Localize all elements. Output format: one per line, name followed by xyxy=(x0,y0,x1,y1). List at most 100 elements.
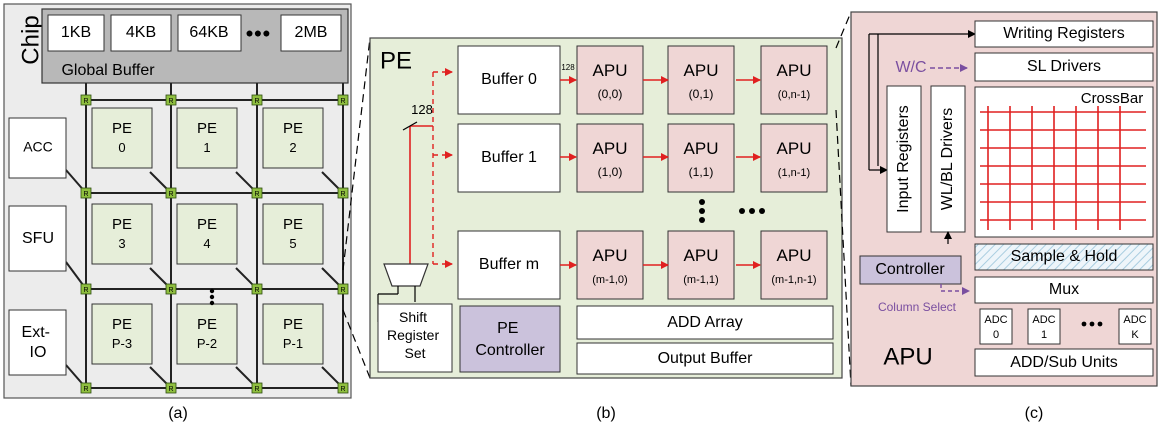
apu-tile xyxy=(576,123,644,193)
apu-title: APU xyxy=(883,343,932,370)
add-array xyxy=(576,305,834,340)
apu-tile-index: (1,n-1) xyxy=(778,167,810,179)
apu-caption: (c) xyxy=(1025,405,1044,422)
pe-controller xyxy=(459,305,561,373)
buffer-64kb xyxy=(177,14,242,52)
column-select-label: Column Select xyxy=(878,300,957,314)
pe-controller-label: PE Controller xyxy=(475,320,545,359)
pe-caption: (b) xyxy=(596,405,616,422)
buffer-0-label: Buffer 0 xyxy=(481,71,537,88)
pe-tile xyxy=(262,303,324,365)
apu-tile xyxy=(667,45,735,115)
router-icon xyxy=(251,187,263,199)
shift-register-set xyxy=(377,303,453,373)
router-label: R xyxy=(83,191,88,198)
apu-tile xyxy=(576,45,644,115)
pe-tile xyxy=(176,303,238,365)
router-icon xyxy=(80,283,92,295)
pe-tile-index: P-1 xyxy=(283,336,303,351)
apu-tile-name: APU xyxy=(593,139,628,158)
apu-mux xyxy=(974,276,1154,304)
output-buffer xyxy=(576,342,834,375)
buffer-1-label: Buffer 1 xyxy=(481,149,537,166)
router-icon xyxy=(337,283,349,295)
adc-index: 1 xyxy=(1041,329,1047,341)
pe-tile-index: 1 xyxy=(203,140,210,155)
apu-tile-name: APU xyxy=(777,139,812,158)
apu-tile-name: APU xyxy=(684,61,719,80)
crossbar-label: CrossBar xyxy=(1081,90,1144,107)
pe-tile-index: 5 xyxy=(289,236,296,251)
router-icon xyxy=(337,94,349,106)
apu-tile-index: (1,1) xyxy=(689,165,714,179)
bus-width-large: 128 xyxy=(411,102,433,117)
router-label: R xyxy=(168,98,173,105)
crossbar xyxy=(974,86,1154,238)
buffer-1kb-label: 1KB xyxy=(61,24,91,41)
pe-tile xyxy=(176,203,238,265)
router-label: R xyxy=(254,191,259,198)
sl-drivers-label: SL Drivers xyxy=(1027,58,1101,75)
router-icon xyxy=(337,382,349,394)
apu-tile xyxy=(760,123,828,193)
apu-tile-index: (0,n-1) xyxy=(778,89,810,101)
apu-tile-index: (m-1,0) xyxy=(592,274,627,286)
router-label: R xyxy=(254,386,259,393)
apu-input-arrows xyxy=(868,30,976,174)
buffer-4kb xyxy=(110,14,172,52)
router-label: R xyxy=(254,98,259,105)
buffer-1 xyxy=(457,123,561,193)
output-buffer-label: Output Buffer xyxy=(658,350,754,367)
zoom-lines-b-c xyxy=(835,11,852,387)
wlbl-drivers xyxy=(930,85,966,233)
global-buffer-label: Global Buffer xyxy=(61,62,155,79)
apu-controller xyxy=(859,255,962,285)
pe-tile-name: PE xyxy=(197,316,217,333)
pe-tile-name: PE xyxy=(283,316,303,333)
pe-tile xyxy=(91,203,153,265)
router-icon xyxy=(165,94,177,106)
adc-index: K xyxy=(1131,329,1139,341)
buffer-4kb-label: 4KB xyxy=(126,24,156,41)
adc-unit xyxy=(1118,308,1152,345)
pe-tile-index: 0 xyxy=(118,140,125,155)
input-bus xyxy=(402,68,453,270)
router-label: R xyxy=(83,287,88,294)
apu-tile-index: (1,0) xyxy=(598,165,623,179)
chip-caption: (a) xyxy=(168,405,188,422)
apu-grid: APU(0,0)APU(0,1)APU(0,n-1)APU(1,0)APU(1,… xyxy=(576,45,828,300)
chip-panel: Chip 1KB 4KB 64KB ●●● 2MB Global Buffer xyxy=(3,3,352,422)
router-label: R xyxy=(254,287,259,294)
adc-unit xyxy=(1027,308,1061,345)
pe-panel: PE Buffer 0 Buffer 1 Buffer m APU(0,0)AP… xyxy=(369,37,843,422)
apu-tile xyxy=(667,230,735,300)
apu-tile xyxy=(576,230,644,300)
apu-tile-name: APU xyxy=(593,246,628,265)
router-icon xyxy=(337,187,349,199)
pe-tile xyxy=(262,107,324,169)
adc-name: ADC xyxy=(1032,314,1055,326)
adc-index: 0 xyxy=(993,329,999,341)
buffer-2mb xyxy=(280,14,342,52)
sl-drivers xyxy=(974,52,1154,82)
apu-mux-label: Mux xyxy=(1049,281,1079,298)
pe-tile-index: 3 xyxy=(118,236,125,251)
add-array-label: ADD Array xyxy=(667,314,743,331)
router-label: R xyxy=(83,386,88,393)
bus-width-small: 128 xyxy=(561,63,575,72)
router-label: R xyxy=(168,191,173,198)
pe-tile-index: P-2 xyxy=(197,336,217,351)
pe-title: PE xyxy=(380,47,412,74)
pe-tile-index: 2 xyxy=(289,140,296,155)
buffer-ellipsis: ●●● xyxy=(245,25,270,41)
router-icon xyxy=(251,283,263,295)
acc-unit xyxy=(8,117,67,179)
buffer-0 xyxy=(457,45,561,115)
pe-tile-index: P-3 xyxy=(112,336,132,351)
adc-name: ADC xyxy=(1123,314,1146,326)
apu-tile xyxy=(760,230,828,300)
extio-unit-label: Ext- IO xyxy=(22,324,55,361)
pe-tile-name: PE xyxy=(197,120,217,137)
router-label: R xyxy=(168,287,173,294)
